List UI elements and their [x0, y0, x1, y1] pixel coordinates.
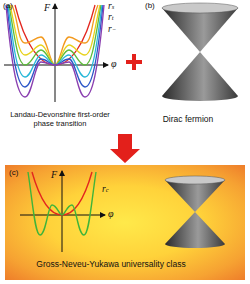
class-title: Gross-Neveu-Yukawa universality class [5, 260, 217, 270]
parameter-label: r− [108, 24, 116, 34]
class-panel: (c) Gross-Neveu-Yukawa universality class [5, 165, 245, 280]
parameter-label: rs [108, 1, 114, 11]
axis-label: φ [111, 58, 117, 69]
landau-curves [6, 5, 104, 97]
dirac-cone [162, 3, 238, 101]
panel-letter: (b) [145, 2, 155, 11]
down-arrow [110, 134, 140, 163]
panel-letter: (c) [9, 168, 18, 177]
panel-letter: (a) [3, 2, 13, 11]
panel-caption: Landau-Devonshire first-order phase tran… [4, 110, 116, 128]
panel-caption: Dirac fermion [128, 114, 248, 124]
parameter-label: rc [102, 184, 109, 194]
f-axis [55, 4, 56, 102]
plus-sign [126, 54, 142, 70]
parameter-label: rt [108, 12, 114, 22]
axis-label: F [44, 2, 50, 13]
axis-label: φ [108, 208, 114, 219]
axis-label: F [51, 169, 57, 180]
